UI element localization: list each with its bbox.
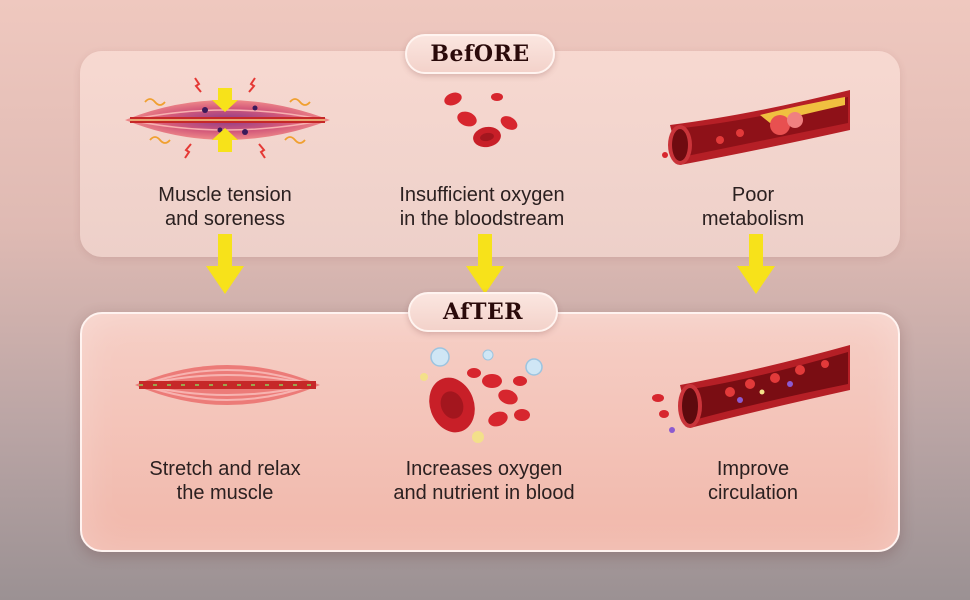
tense-muscle-icon (125, 77, 330, 159)
down-arrow-icon (737, 234, 775, 294)
relaxed-muscle-icon (135, 365, 320, 405)
before-panel (80, 51, 900, 257)
before-title: BefORE (405, 34, 555, 74)
oxygenated-cells-icon (420, 347, 543, 443)
down-arrow-icon (466, 234, 504, 294)
after-title: AfTER (408, 292, 558, 332)
clogged-vessel-icon (662, 90, 850, 165)
blood-cells-icon (444, 92, 518, 148)
healthy-vessel-icon (652, 345, 850, 433)
down-arrow-icon (206, 234, 244, 294)
